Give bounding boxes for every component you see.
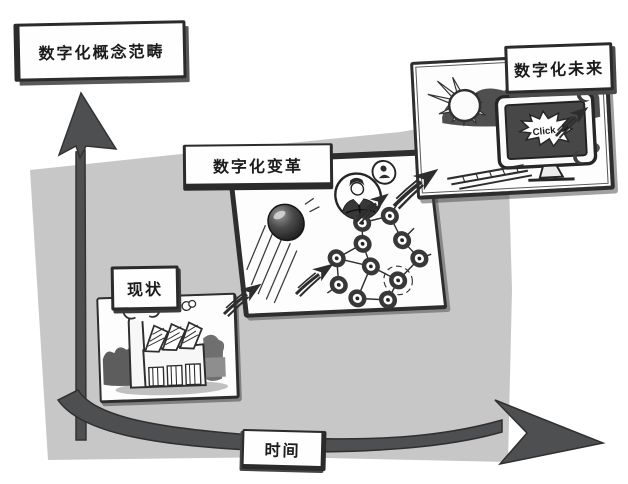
stage3-label: 数字化未来 (513, 60, 605, 81)
factory-icon (127, 314, 207, 389)
stage-label-digital-future: 数字化未来 (504, 42, 614, 94)
computer-monitor-icon: Click (494, 90, 598, 182)
factory-illustration (102, 296, 229, 396)
stage1-label: 现状 (126, 281, 164, 300)
speed-lines (246, 197, 320, 304)
y-axis-label-box: 数字化概念范畴 (13, 20, 187, 82)
stage-label-current-state: 现状 (110, 265, 180, 311)
sun-icon (427, 76, 486, 127)
panel-current-state (96, 292, 240, 404)
stage-label-digital-transformation: 数字化变革 (182, 143, 334, 191)
small-cloud-icon (181, 299, 197, 312)
network-graph-icon (326, 203, 432, 310)
keyboard-icon (447, 164, 533, 190)
x-axis-label: 时间 (264, 441, 301, 460)
stage2-label: 数字化变革 (212, 158, 304, 176)
crescent-icon (573, 150, 585, 164)
sphere-icon (267, 203, 305, 242)
y-axis-label: 数字化概念范畴 (38, 43, 165, 64)
x-axis-label-box: 时间 (241, 428, 327, 472)
